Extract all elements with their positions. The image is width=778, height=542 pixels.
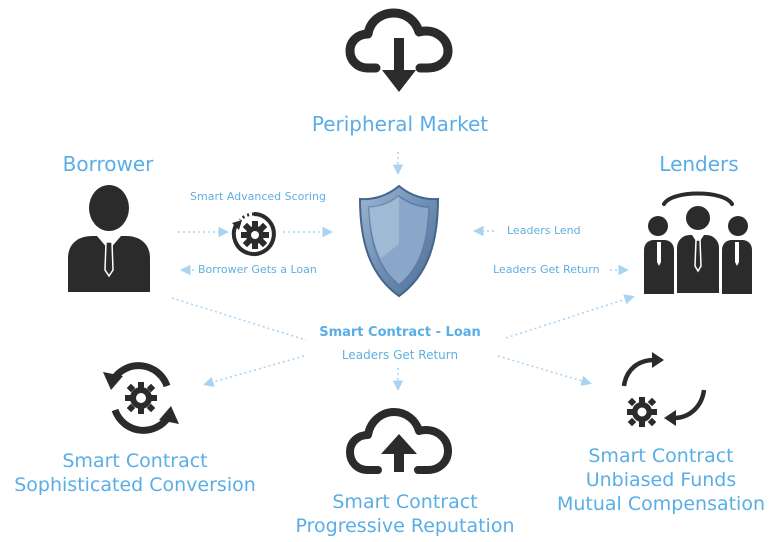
reputation-line2: Progressive Reputation xyxy=(295,515,515,537)
connector-contract-to-lenders xyxy=(505,294,635,339)
funds-line1: Smart Contract xyxy=(588,445,734,467)
connector-contract-to-funds xyxy=(497,355,592,386)
group-icon xyxy=(644,191,752,295)
leaders-get-return-label: Leaders Get Return xyxy=(493,263,600,276)
businessman-icon xyxy=(68,185,150,292)
gear-arrows-icon xyxy=(621,352,707,427)
smart-contract-loan-title: Smart Contract - Loan xyxy=(319,325,481,340)
reputation-line1: Smart Contract xyxy=(332,491,478,513)
funds-line3: Mutual Compensation xyxy=(556,493,766,515)
gear-refresh-icon xyxy=(103,362,179,434)
borrower-gets-loan-label: Borrower Gets a Loan xyxy=(198,263,317,276)
connector-borrower-to-contract xyxy=(171,297,307,341)
conversion-line2: Sophisticated Conversion xyxy=(14,474,256,496)
lenders-label: Lenders xyxy=(659,152,739,176)
smart-contract-loan-subtitle: Leaders Get Return xyxy=(341,348,459,362)
borrower-label: Borrower xyxy=(62,152,154,176)
cloud-download-icon xyxy=(345,8,453,92)
cloud-upload-icon xyxy=(346,408,452,474)
peripheral-market-label: Peripheral Market xyxy=(311,112,489,136)
smart-advanced-scoring-label: Smart Advanced Scoring xyxy=(190,190,326,203)
conversion-line1: Smart Contract xyxy=(62,450,208,472)
leaders-lend-label: Leaders Lend xyxy=(507,224,581,237)
funds-line2: Unbiased Funds xyxy=(585,469,737,491)
gear-cycle-icon xyxy=(231,212,276,256)
shield-icon xyxy=(358,184,440,298)
connector-contract-to-conversion xyxy=(203,355,305,387)
